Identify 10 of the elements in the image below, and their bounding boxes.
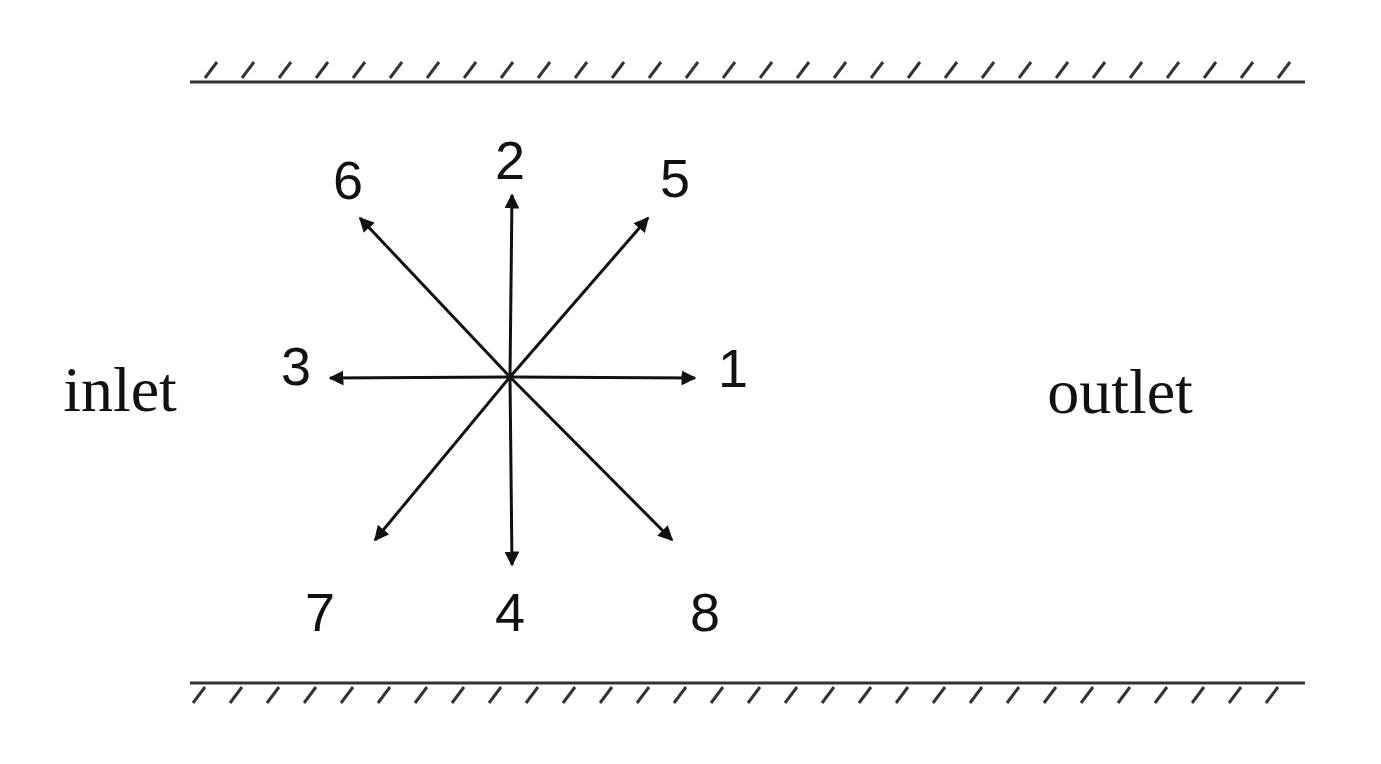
inlet-label: inlet: [63, 358, 177, 422]
outlet-label: outlet: [1047, 360, 1193, 424]
direction-number: 4: [495, 585, 525, 639]
direction-number: 3: [281, 339, 311, 393]
direction-number: 1: [718, 341, 748, 395]
direction-number: 7: [305, 585, 335, 639]
direction-number: 2: [495, 133, 525, 187]
direction-number: 8: [690, 585, 720, 639]
direction-number: 6: [333, 153, 363, 207]
direction-number: 5: [660, 151, 690, 205]
